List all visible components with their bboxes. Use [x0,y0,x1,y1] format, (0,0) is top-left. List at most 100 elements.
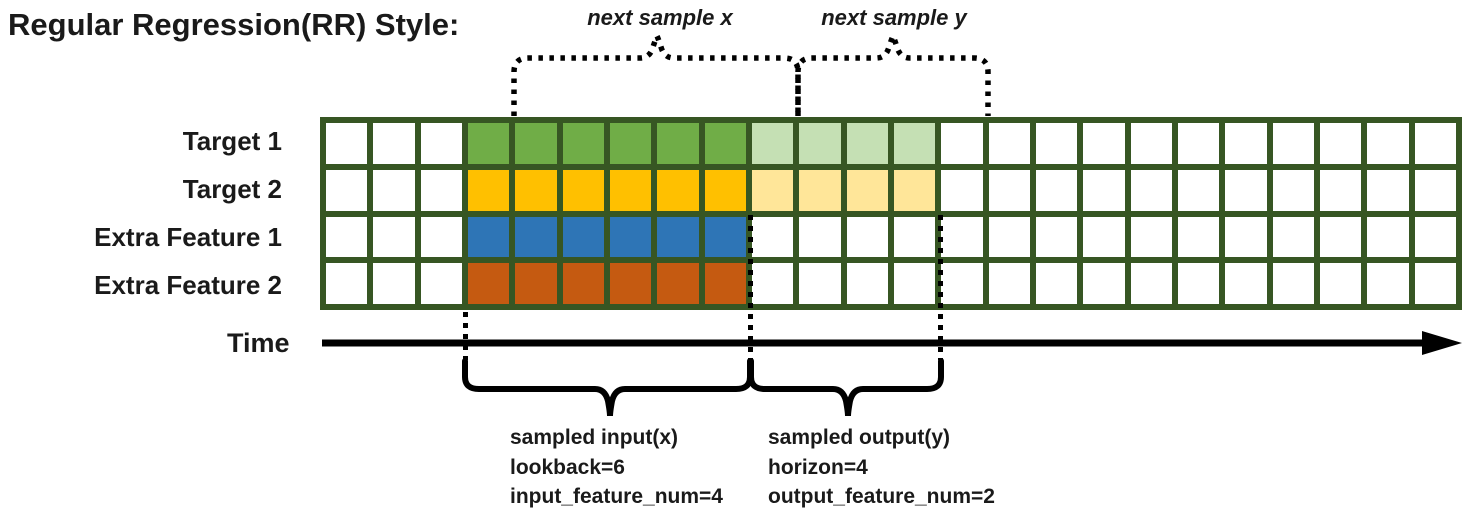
grid-cell [1130,169,1172,211]
grid-cell [751,263,794,304]
grid-cell [846,169,888,211]
grid-cell [893,216,936,258]
grid-cell [751,123,794,164]
grid-cell [562,263,604,304]
grid-cell [1177,263,1220,304]
sampled-output-brace [748,358,944,417]
grid-cell [1367,216,1409,258]
grid-cell [1225,216,1267,258]
grid-cell [799,123,841,164]
grid-cell [373,263,415,304]
sample-grid [320,117,1462,310]
grid-cell [373,169,415,211]
grid-cell [988,123,1030,164]
row-label-extra-feature-2: Extra Feature 2 [94,269,282,300]
input-feature-num-value: input_feature_num=4 [510,485,723,508]
grid-cell [562,169,604,211]
grid-cell [326,123,368,164]
grid-cell [467,263,510,304]
sampled-input-brace [462,358,753,417]
grid-cell [988,169,1030,211]
next-sample-y-label: next sample y [821,5,967,30]
grid-cell [799,263,841,304]
page-title: Regular Regression(RR) Style: [8,7,460,42]
next-sample-x-label: next sample x [587,5,733,30]
grid-cell [704,216,746,258]
grid-cell [1225,123,1267,164]
grid-cell [846,263,888,304]
grid-cell [1035,216,1078,258]
grid-cell [799,216,841,258]
grid-cell [657,169,699,211]
grid-cell [941,123,983,164]
grid-cell [467,216,510,258]
grid-cell [373,216,415,258]
grid-cell [1083,216,1125,258]
sampled-input-note: sampled input(x) lookback=6 input_featur… [510,423,723,512]
grid-cell [941,216,983,258]
grid-cell [373,123,415,164]
grid-cell [609,123,652,164]
grid-cell [893,123,936,164]
lookback-value: lookback=6 [510,455,625,479]
grid-cell [988,216,1030,258]
grid-cell [1083,123,1125,164]
grid-cell [1035,263,1078,304]
grid-cell [1414,169,1456,211]
next-sample-x-brace [511,29,801,116]
grid-cell [1177,123,1220,164]
row-label-extra-feature-1: Extra Feature 1 [94,221,282,252]
grid-cell [515,216,557,258]
grid-cell [609,169,652,211]
grid-cell [704,169,746,211]
grid-cell [751,216,794,258]
grid-cell [420,263,462,304]
sampled-output-title: sampled output(y) [768,426,950,449]
grid-cell [609,216,652,258]
time-axis-arrowhead [1422,331,1462,355]
next-sample-y-brace [795,29,991,116]
grid-cell [467,123,510,164]
grid-cell [562,216,604,258]
grid-cell [1319,123,1362,164]
grid-cell [1367,123,1409,164]
grid-cell [515,123,557,164]
grid-cell [1272,123,1314,164]
grid-cell [609,263,652,304]
row-label-target-1: Target 1 [182,125,282,156]
grid-cell [1225,169,1267,211]
grid-cell [1130,263,1172,304]
grid-cell [420,216,462,258]
grid-cell [1177,216,1220,258]
grid-cell [1414,123,1456,164]
grid-cell [657,216,699,258]
horizon-value: horizon=4 [768,455,868,479]
grid-cell [1035,169,1078,211]
grid-cell [799,169,841,211]
grid-cell [420,169,462,211]
grid-cell [1367,169,1409,211]
grid-cell [326,263,368,304]
grid-cell [1319,169,1362,211]
grid-cell [1130,216,1172,258]
grid-cell [941,169,983,211]
grid-cell [657,263,699,304]
grid-cell [515,263,557,304]
grid-cell [515,169,557,211]
grid-cell [1367,263,1409,304]
grid-cell [988,263,1030,304]
grid-cell [1083,169,1125,211]
grid-cell [1414,216,1456,258]
grid-cell [751,169,794,211]
grid-cell [893,169,936,211]
grid-cell [467,169,510,211]
row-label-target-2: Target 2 [182,173,282,204]
time-axis-label: Time [227,328,290,358]
grid-cell [326,169,368,211]
grid-cell [1319,216,1362,258]
sampled-input-title: sampled input(x) [510,426,679,449]
grid-cell [1177,169,1220,211]
grid-cell [1272,216,1314,258]
grid-cell [326,216,368,258]
